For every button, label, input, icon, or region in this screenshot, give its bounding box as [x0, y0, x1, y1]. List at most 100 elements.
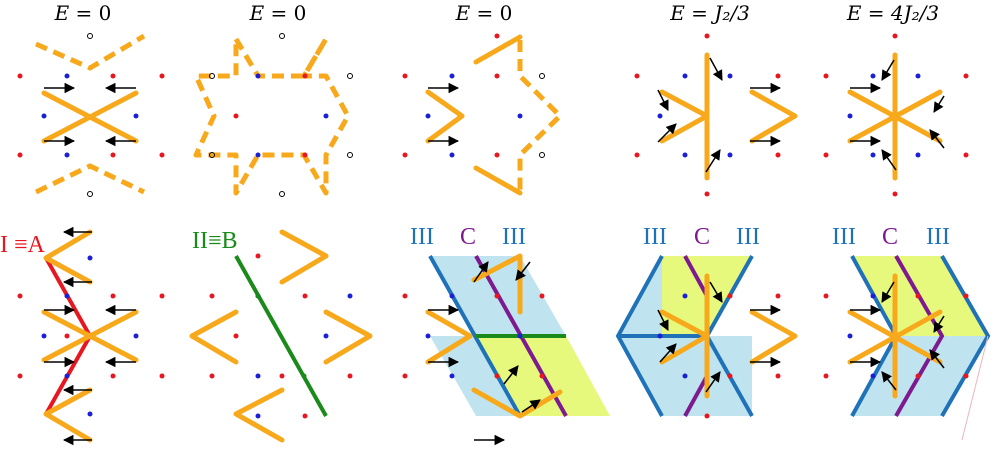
- red-site: [494, 152, 500, 158]
- red-site: [209, 293, 215, 299]
- blue-site: [449, 373, 455, 379]
- label-I-A: I ≡A: [0, 232, 46, 258]
- blue-site: [449, 293, 455, 299]
- red-site: [963, 373, 969, 379]
- red-site: [159, 73, 165, 79]
- arrow: [709, 281, 723, 303]
- arrow: [473, 261, 489, 283]
- zigzag-bottom: [43, 387, 93, 443]
- red-site: [963, 152, 969, 158]
- red-site: [402, 373, 408, 379]
- blue-site: [915, 152, 921, 158]
- red-site: [775, 152, 781, 158]
- red-site: [494, 73, 500, 79]
- red-site: [402, 73, 408, 79]
- red-site: [727, 373, 733, 379]
- red-site: [494, 293, 500, 299]
- red-site: [823, 73, 829, 79]
- svg-text:E = 0: E = 0: [54, 1, 112, 25]
- bowtie: [41, 309, 139, 363]
- blue-site: [87, 411, 93, 417]
- red-site: [892, 191, 898, 197]
- zigzag-top-right: [279, 229, 329, 285]
- label-III-right: III: [502, 224, 526, 250]
- bottom-panel-3: III C III: [402, 224, 610, 446]
- blue-site: [682, 373, 688, 379]
- svg-text:E = 4J₂/3: E = 4J₂/3: [846, 1, 939, 25]
- blue-site: [255, 373, 261, 379]
- blue-site: [915, 73, 921, 79]
- blue-site: [41, 113, 47, 119]
- red-site: [159, 373, 165, 379]
- red-site: [302, 73, 308, 79]
- arrow: [929, 129, 945, 149]
- red-site: [110, 373, 116, 379]
- arrow: [929, 349, 945, 369]
- top-panel-1: [17, 33, 165, 197]
- dashed-right: [517, 40, 564, 190]
- blue-site: [64, 293, 70, 299]
- blue-site: [255, 152, 261, 158]
- blue-site: [64, 373, 70, 379]
- open-site: [347, 152, 353, 158]
- blue-site: [323, 333, 329, 339]
- arrow: [881, 149, 897, 171]
- steel-line-left: [428, 255, 522, 417]
- blue-site: [682, 152, 688, 158]
- label-C: C: [882, 224, 898, 250]
- arrow: [503, 365, 519, 385]
- top-panel-3: [402, 33, 564, 196]
- blue-site: [255, 413, 261, 419]
- top-panel-5: [823, 33, 969, 197]
- red-site: [17, 73, 23, 79]
- red-site: [159, 293, 165, 299]
- red-site: [302, 293, 308, 299]
- blue-site: [133, 333, 139, 339]
- zigzag-right: [323, 309, 373, 365]
- red-site: [539, 293, 545, 299]
- red-site: [233, 113, 239, 119]
- red-site: [915, 293, 921, 299]
- blue-site: [425, 113, 431, 119]
- red-site: [727, 293, 733, 299]
- red-site: [17, 293, 23, 299]
- arrow: [705, 149, 721, 173]
- blue-site: [657, 113, 663, 119]
- bottom-panel-5: III C III: [823, 224, 991, 441]
- red-site: [634, 152, 640, 158]
- blue-site: [64, 73, 70, 79]
- open-site: [209, 73, 215, 79]
- open-site: [87, 191, 93, 197]
- svg-text:E = 0: E = 0: [249, 1, 307, 25]
- v-shape-right: [749, 89, 798, 144]
- blue-site: [517, 113, 523, 119]
- red-site: [915, 373, 921, 379]
- solid-bottom: [473, 165, 523, 196]
- blue-site: [682, 73, 688, 79]
- red-site: [704, 191, 710, 197]
- triangle-bottom: [471, 387, 563, 419]
- red-site: [233, 333, 239, 339]
- red-site: [704, 33, 710, 39]
- red-site: [279, 373, 285, 379]
- top-label-4: E = J₂/3: [669, 1, 750, 25]
- red-site: [963, 293, 969, 299]
- v-shape-right: [749, 309, 798, 365]
- red-site: [402, 152, 408, 158]
- red-site: [209, 373, 215, 379]
- blue-site: [727, 152, 733, 158]
- label-C: C: [694, 224, 710, 250]
- bottom-panel-2: II≡B: [189, 228, 373, 443]
- svg-text:E = J₂/3: E = J₂/3: [669, 1, 750, 25]
- solid-top: [473, 34, 523, 65]
- red-site: [494, 33, 500, 39]
- open-site: [279, 33, 285, 39]
- arrow: [881, 371, 897, 391]
- blue-site: [870, 293, 876, 299]
- v-shape-left: [659, 89, 710, 144]
- red-site: [110, 73, 116, 79]
- red-site: [963, 73, 969, 79]
- red-site: [494, 373, 500, 379]
- blue-site: [682, 293, 688, 299]
- top-panel-4: [634, 33, 798, 197]
